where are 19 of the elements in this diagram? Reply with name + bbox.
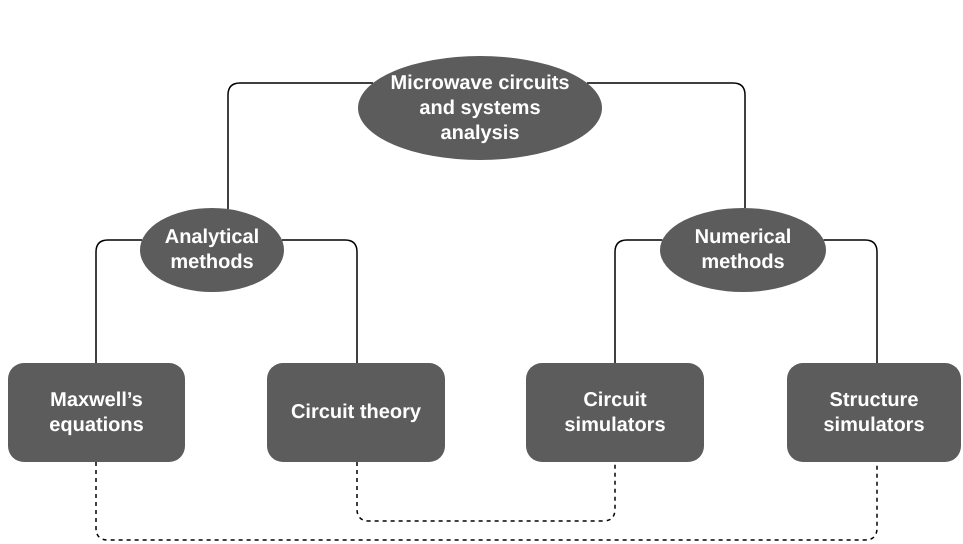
dashed-connector <box>356 462 616 522</box>
rounded-box <box>526 363 704 462</box>
node-label: Circuit simulators <box>563 388 667 438</box>
node-label: Structure simulators <box>822 388 926 438</box>
node-label: Analytical methods <box>164 225 260 275</box>
node-label: Maxwell’s equations <box>48 388 145 438</box>
node-label: Microwave circuits and systems analysis <box>390 70 570 146</box>
rounded-box <box>267 363 445 462</box>
node-label: Numerical methods <box>694 225 792 275</box>
node-label: Circuit theory <box>290 400 422 425</box>
connector-line <box>586 82 746 208</box>
connector-line <box>227 82 374 210</box>
connector-line <box>282 239 358 363</box>
connector-line <box>824 239 878 363</box>
dashed-connector <box>95 462 878 541</box>
rounded-box <box>8 363 185 462</box>
rounded-box <box>787 363 961 462</box>
connector-line <box>614 239 662 363</box>
connector-line <box>95 239 142 363</box>
